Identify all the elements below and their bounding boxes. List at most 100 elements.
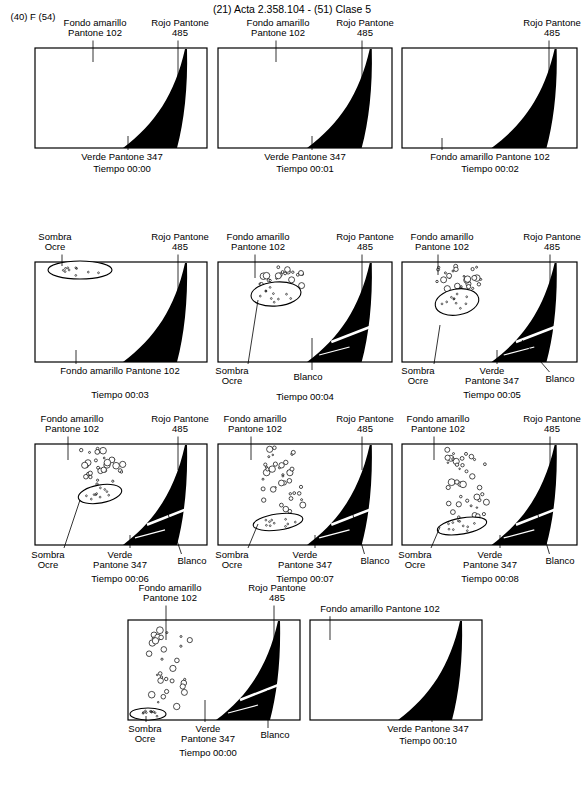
tablet-dot: [98, 272, 100, 274]
leader-line: [68, 437, 69, 461]
frame: [310, 620, 482, 720]
color-label: Rojo Pantone 485: [336, 414, 394, 435]
leader-line: [432, 702, 433, 722]
leader-line: [535, 505, 549, 554]
bubble: [272, 454, 274, 456]
bubble: [441, 277, 447, 283]
time-label: Tiempo 00:04: [276, 392, 334, 402]
bubble: [460, 481, 467, 488]
tablet-dot: [459, 521, 461, 523]
leader-line: [276, 41, 277, 63]
bubble: [463, 275, 465, 277]
frame: [218, 444, 392, 545]
bubble: [473, 458, 475, 460]
bubble: [471, 268, 474, 271]
color-label: Fondo amarillo Pantone 102: [134, 583, 206, 604]
white-streak: [228, 705, 258, 713]
bubble: [476, 507, 478, 509]
bubble: [446, 501, 451, 506]
bubble: [97, 479, 99, 481]
bubble: [100, 447, 107, 454]
tablet: [436, 514, 488, 538]
bubble: [270, 487, 276, 493]
tablet-dot: [287, 523, 289, 525]
tablet-dot: [273, 301, 275, 303]
bubble: [80, 448, 83, 451]
bubble: [269, 466, 275, 472]
bubble: [293, 492, 296, 495]
color-label: Fondo amarillo Pantone 102: [402, 414, 474, 435]
bubble: [455, 480, 459, 484]
bubble: [465, 470, 468, 473]
bubble: [451, 510, 456, 515]
tablet-dot: [465, 303, 467, 305]
time-label: Tiempo 00:00: [93, 164, 151, 174]
time-label: Tiempo 00:10: [399, 736, 457, 746]
color-label: Verde Pantone 347: [179, 724, 237, 745]
bubble: [148, 691, 155, 698]
frame-border: [35, 444, 207, 545]
tablet-dot: [104, 489, 106, 491]
bubble: [464, 276, 470, 282]
bubble: [170, 679, 174, 683]
frame: [218, 262, 392, 362]
bubble: [113, 462, 120, 469]
color-label: Rojo Pantone 485: [523, 232, 581, 253]
bubble: [470, 474, 475, 479]
leader-line: [434, 325, 440, 364]
bubble: [82, 462, 88, 468]
white-break: [331, 503, 388, 525]
color-label: Verde Pantone 347: [81, 152, 162, 162]
leader-line: [251, 437, 252, 461]
bubble: [448, 479, 455, 486]
tablet-dot: [285, 526, 287, 528]
tablet-dot: [453, 298, 455, 300]
color-label: Sombra Ocre: [35, 232, 75, 253]
color-label: Sombra Ocre: [125, 724, 165, 745]
bubble: [480, 278, 482, 280]
bubble: [289, 497, 293, 501]
white-streak: [319, 347, 349, 355]
leader-line: [434, 437, 435, 461]
time-label: Tiempo 00:08: [461, 574, 519, 584]
bubble: [181, 689, 187, 695]
bubble: [477, 485, 482, 490]
bubble: [460, 495, 463, 498]
color-label: Fondo amarillo Pantone 102: [430, 152, 549, 162]
white-break: [331, 320, 388, 342]
tablet-dot: [151, 711, 153, 713]
frame-border: [402, 262, 577, 362]
bubble: [118, 469, 122, 473]
color-label: Verde Pantone 347: [387, 724, 468, 734]
bubble: [452, 458, 454, 460]
bubble: [269, 279, 271, 281]
bubble: [476, 266, 478, 268]
color-label: Blanco: [545, 556, 574, 566]
color-label: Verde Pantone 347: [463, 366, 521, 387]
tablet-dot: [265, 290, 267, 292]
bubble: [445, 455, 450, 460]
bubble: [299, 485, 302, 488]
leader-line: [178, 255, 179, 293]
color-label: Rojo Pantone 485: [336, 232, 394, 253]
bubble: [156, 674, 158, 676]
bubble: [263, 272, 270, 279]
tablet-dot: [93, 494, 95, 496]
bubble: [161, 658, 163, 660]
color-label: Fondo amarillo Pantone 102: [406, 232, 478, 253]
color-label: Fondo amarillo Pantone 102: [59, 18, 131, 39]
bubble: [453, 453, 455, 455]
leader-line: [362, 255, 363, 293]
swoosh: [123, 263, 187, 362]
bubble: [180, 645, 182, 647]
tablet-dot: [453, 298, 455, 300]
frame-border: [35, 262, 207, 362]
tablet-dot: [448, 523, 450, 525]
bubble: [447, 273, 452, 278]
tablet-dot: [456, 293, 458, 295]
bubble: [459, 468, 461, 470]
tablet-dot: [451, 296, 453, 298]
bubble: [474, 494, 480, 500]
tablet-dot: [64, 271, 66, 273]
tablet-dot: [462, 525, 464, 527]
